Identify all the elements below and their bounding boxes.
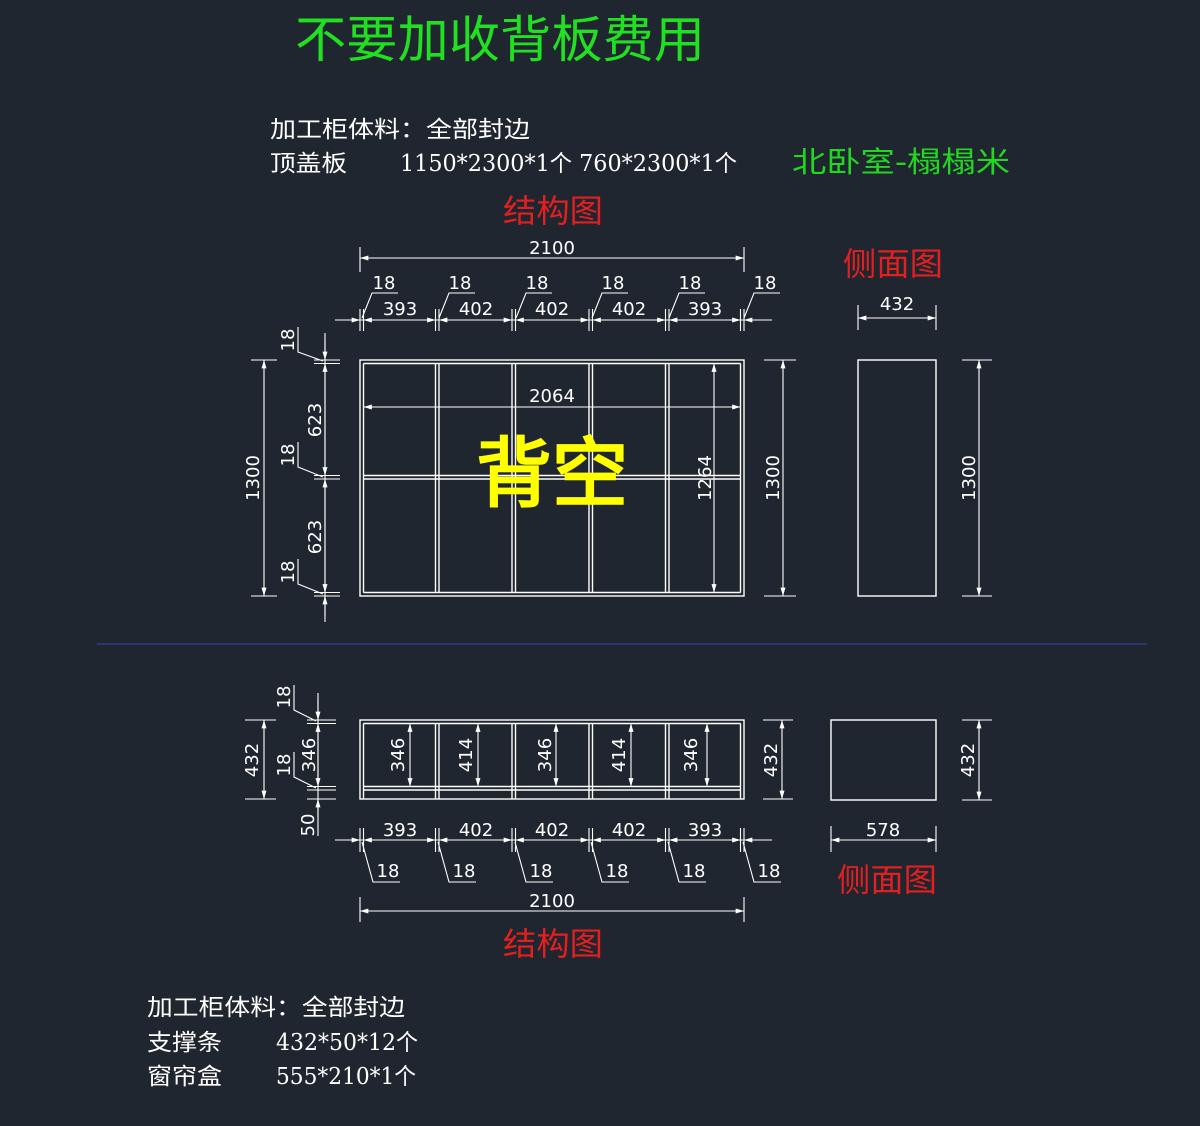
bay-width-label: 393 <box>688 820 722 841</box>
material-item-label: 窗帘盒 <box>147 1064 222 1090</box>
segment-label: 623 <box>305 403 326 437</box>
inner-height-label: 1264 <box>695 455 716 501</box>
thickness-label: 18 <box>606 861 629 882</box>
bay-width-label: 402 <box>535 820 569 841</box>
plan-view-cabinet <box>359 719 745 800</box>
thickness-label: 18 <box>679 273 702 294</box>
side-view-caption: 侧面图 <box>837 861 937 899</box>
thickness-label: 18 <box>274 754 295 777</box>
plan-right-depth-dim: 432 <box>761 719 793 800</box>
bay-width-label: 402 <box>459 820 493 841</box>
inner-width-label: 2064 <box>529 386 575 407</box>
bay-width-label: 393 <box>383 299 417 320</box>
dim-label: 2100 <box>529 238 575 259</box>
drawing-title: 不要加收背板费用 <box>295 11 705 69</box>
thickness-label: 18 <box>602 273 625 294</box>
dim-label: 432 <box>761 743 782 777</box>
dim-label: 1300 <box>763 455 784 501</box>
inner-depth-label: 346 <box>681 738 702 772</box>
inner-depth-label: 346 <box>535 738 556 772</box>
front-panel-thickness-labels: 18 18 18 18 18 18 <box>361 273 780 319</box>
bay-width-label: 393 <box>383 820 417 841</box>
plan-panel-thickness-labels: 18 18 18 18 18 18 <box>361 841 781 883</box>
depth-label: 432 <box>958 743 979 777</box>
bay-width-label: 402 <box>459 299 493 320</box>
thickness-label: 18 <box>278 329 299 352</box>
front-view-caption: 结构图 <box>503 192 603 230</box>
front-bay-width-dims: 393 402 402 402 393 <box>335 299 772 331</box>
back-open-note: 背空 <box>476 429 628 518</box>
plan-left-depth-dim: 432 <box>242 719 276 800</box>
thickness-label: 18 <box>526 273 549 294</box>
plan-left-segment-dims: 18 346 18 50 <box>274 685 336 836</box>
thickness-label: 18 <box>278 561 299 584</box>
thickness-label: 18 <box>453 861 476 882</box>
thickness-label: 18 <box>530 861 553 882</box>
thickness-label: 18 <box>274 686 295 709</box>
cover-value: 1150*2300*1个 760*2300*1个 <box>400 151 737 177</box>
front-overall-width-dim: 2100 <box>359 238 745 272</box>
cover-label: 顶盖板 <box>270 151 347 177</box>
bay-width-label: 402 <box>612 299 646 320</box>
plan-view-caption: 结构图 <box>503 925 603 963</box>
thickness-label: 18 <box>377 861 400 882</box>
material-item-value: 555*210*1个 <box>276 1064 416 1090</box>
front-view-cabinet <box>359 359 745 597</box>
thickness-label: 18 <box>758 861 781 882</box>
side-view-bottom: 432 578 侧面图 <box>830 719 992 899</box>
plan-overall-width-dim: 2100 <box>359 891 745 922</box>
thickness-label: 18 <box>278 444 299 467</box>
height-label: 1300 <box>959 455 980 501</box>
plan-inner-depth-dims: 346 414 346 414 346 <box>388 723 710 787</box>
plan-bay-width-dims: 393 402 402 402 393 <box>335 820 772 852</box>
material-item-value: 432*50*12个 <box>276 1030 418 1056</box>
thickness-label: 18 <box>449 273 472 294</box>
depth-label: 432 <box>880 294 914 315</box>
dim-label: 1300 <box>243 455 264 501</box>
segment-label: 346 <box>299 738 320 772</box>
width-label: 578 <box>866 820 900 841</box>
bottom-note-line1: 加工柜体料：全部封边 <box>147 995 405 1021</box>
dim-label: 432 <box>242 743 263 777</box>
front-right-height-dim: 1300 <box>763 359 796 597</box>
thickness-label: 18 <box>683 861 706 882</box>
side-view-top: 侧面图 432 1300 <box>843 245 992 597</box>
front-inner-dims: 2064 1264 <box>363 363 741 593</box>
segment-label: 50 <box>298 814 319 837</box>
room-label: 北卧室-榻榻米 <box>792 145 1010 179</box>
bay-width-label: 402 <box>535 299 569 320</box>
thickness-label: 18 <box>754 273 777 294</box>
top-note-line1: 加工柜体料：全部封边 <box>270 117 530 143</box>
thickness-label: 18 <box>373 273 396 294</box>
bottom-notes: 加工柜体料：全部封边 支撑条 432*50*12个 窗帘盒 555*210*1个 <box>147 995 418 1090</box>
inner-depth-label: 414 <box>456 738 477 772</box>
front-height-segment-dims: 18 623 18 623 18 <box>278 327 340 622</box>
segment-label: 623 <box>305 520 326 554</box>
side-view-caption: 侧面图 <box>843 245 943 283</box>
bay-width-label: 393 <box>688 299 722 320</box>
dim-label: 2100 <box>529 891 575 912</box>
inner-depth-label: 346 <box>388 738 409 772</box>
top-notes: 加工柜体料：全部封边 顶盖板 1150*2300*1个 760*2300*1个 … <box>270 117 1010 179</box>
inner-depth-label: 414 <box>609 738 630 772</box>
material-item-label: 支撑条 <box>147 1030 222 1056</box>
front-overall-height-dim: 1300 <box>243 359 277 597</box>
bay-width-label: 402 <box>612 820 646 841</box>
